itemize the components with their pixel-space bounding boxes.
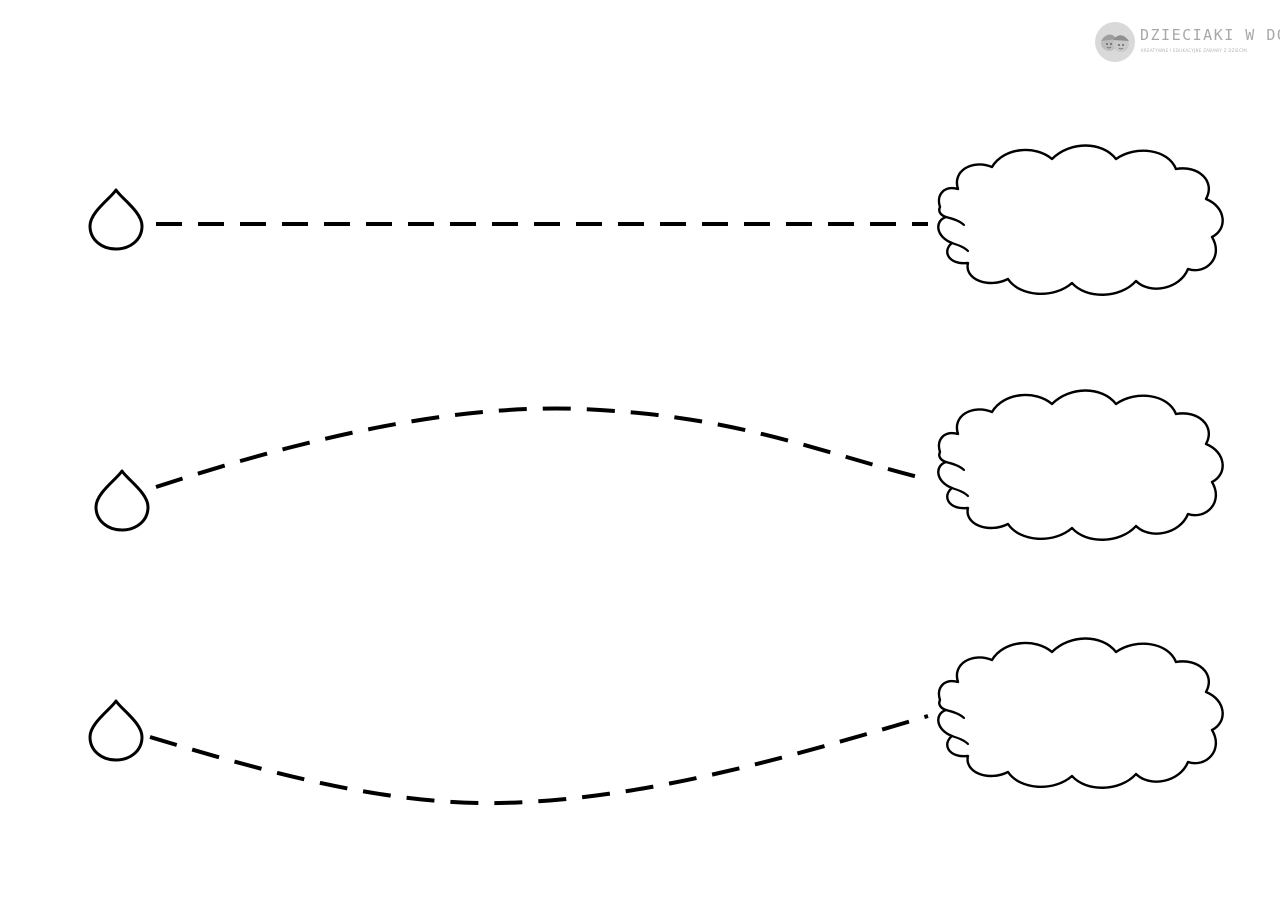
exercise-row-3 [88,637,1224,806]
kids-faces-icon [1095,22,1135,62]
cloud-icon [937,389,1224,541]
logo-tagline: KREATYWNE I EDUKACYJNE ZABAWY Z DZIEĆMI [1141,48,1248,53]
cloud-icon [937,637,1224,789]
raindrop-icon [88,188,144,251]
exercise-row-1 [88,144,1224,296]
logo-title: DZIECIAKI W DOMU [1140,26,1280,44]
dashed-trace-path[interactable] [155,406,923,489]
site-logo: DZIECIAKI W DOMU KREATYWNE I EDUKACYJNE … [1094,20,1280,64]
exercise-row-2 [94,389,1224,541]
dashed-trace-path[interactable] [149,714,929,806]
raindrop-icon [88,699,144,762]
raindrop-icon [94,469,150,532]
cloud-icon [937,144,1224,296]
